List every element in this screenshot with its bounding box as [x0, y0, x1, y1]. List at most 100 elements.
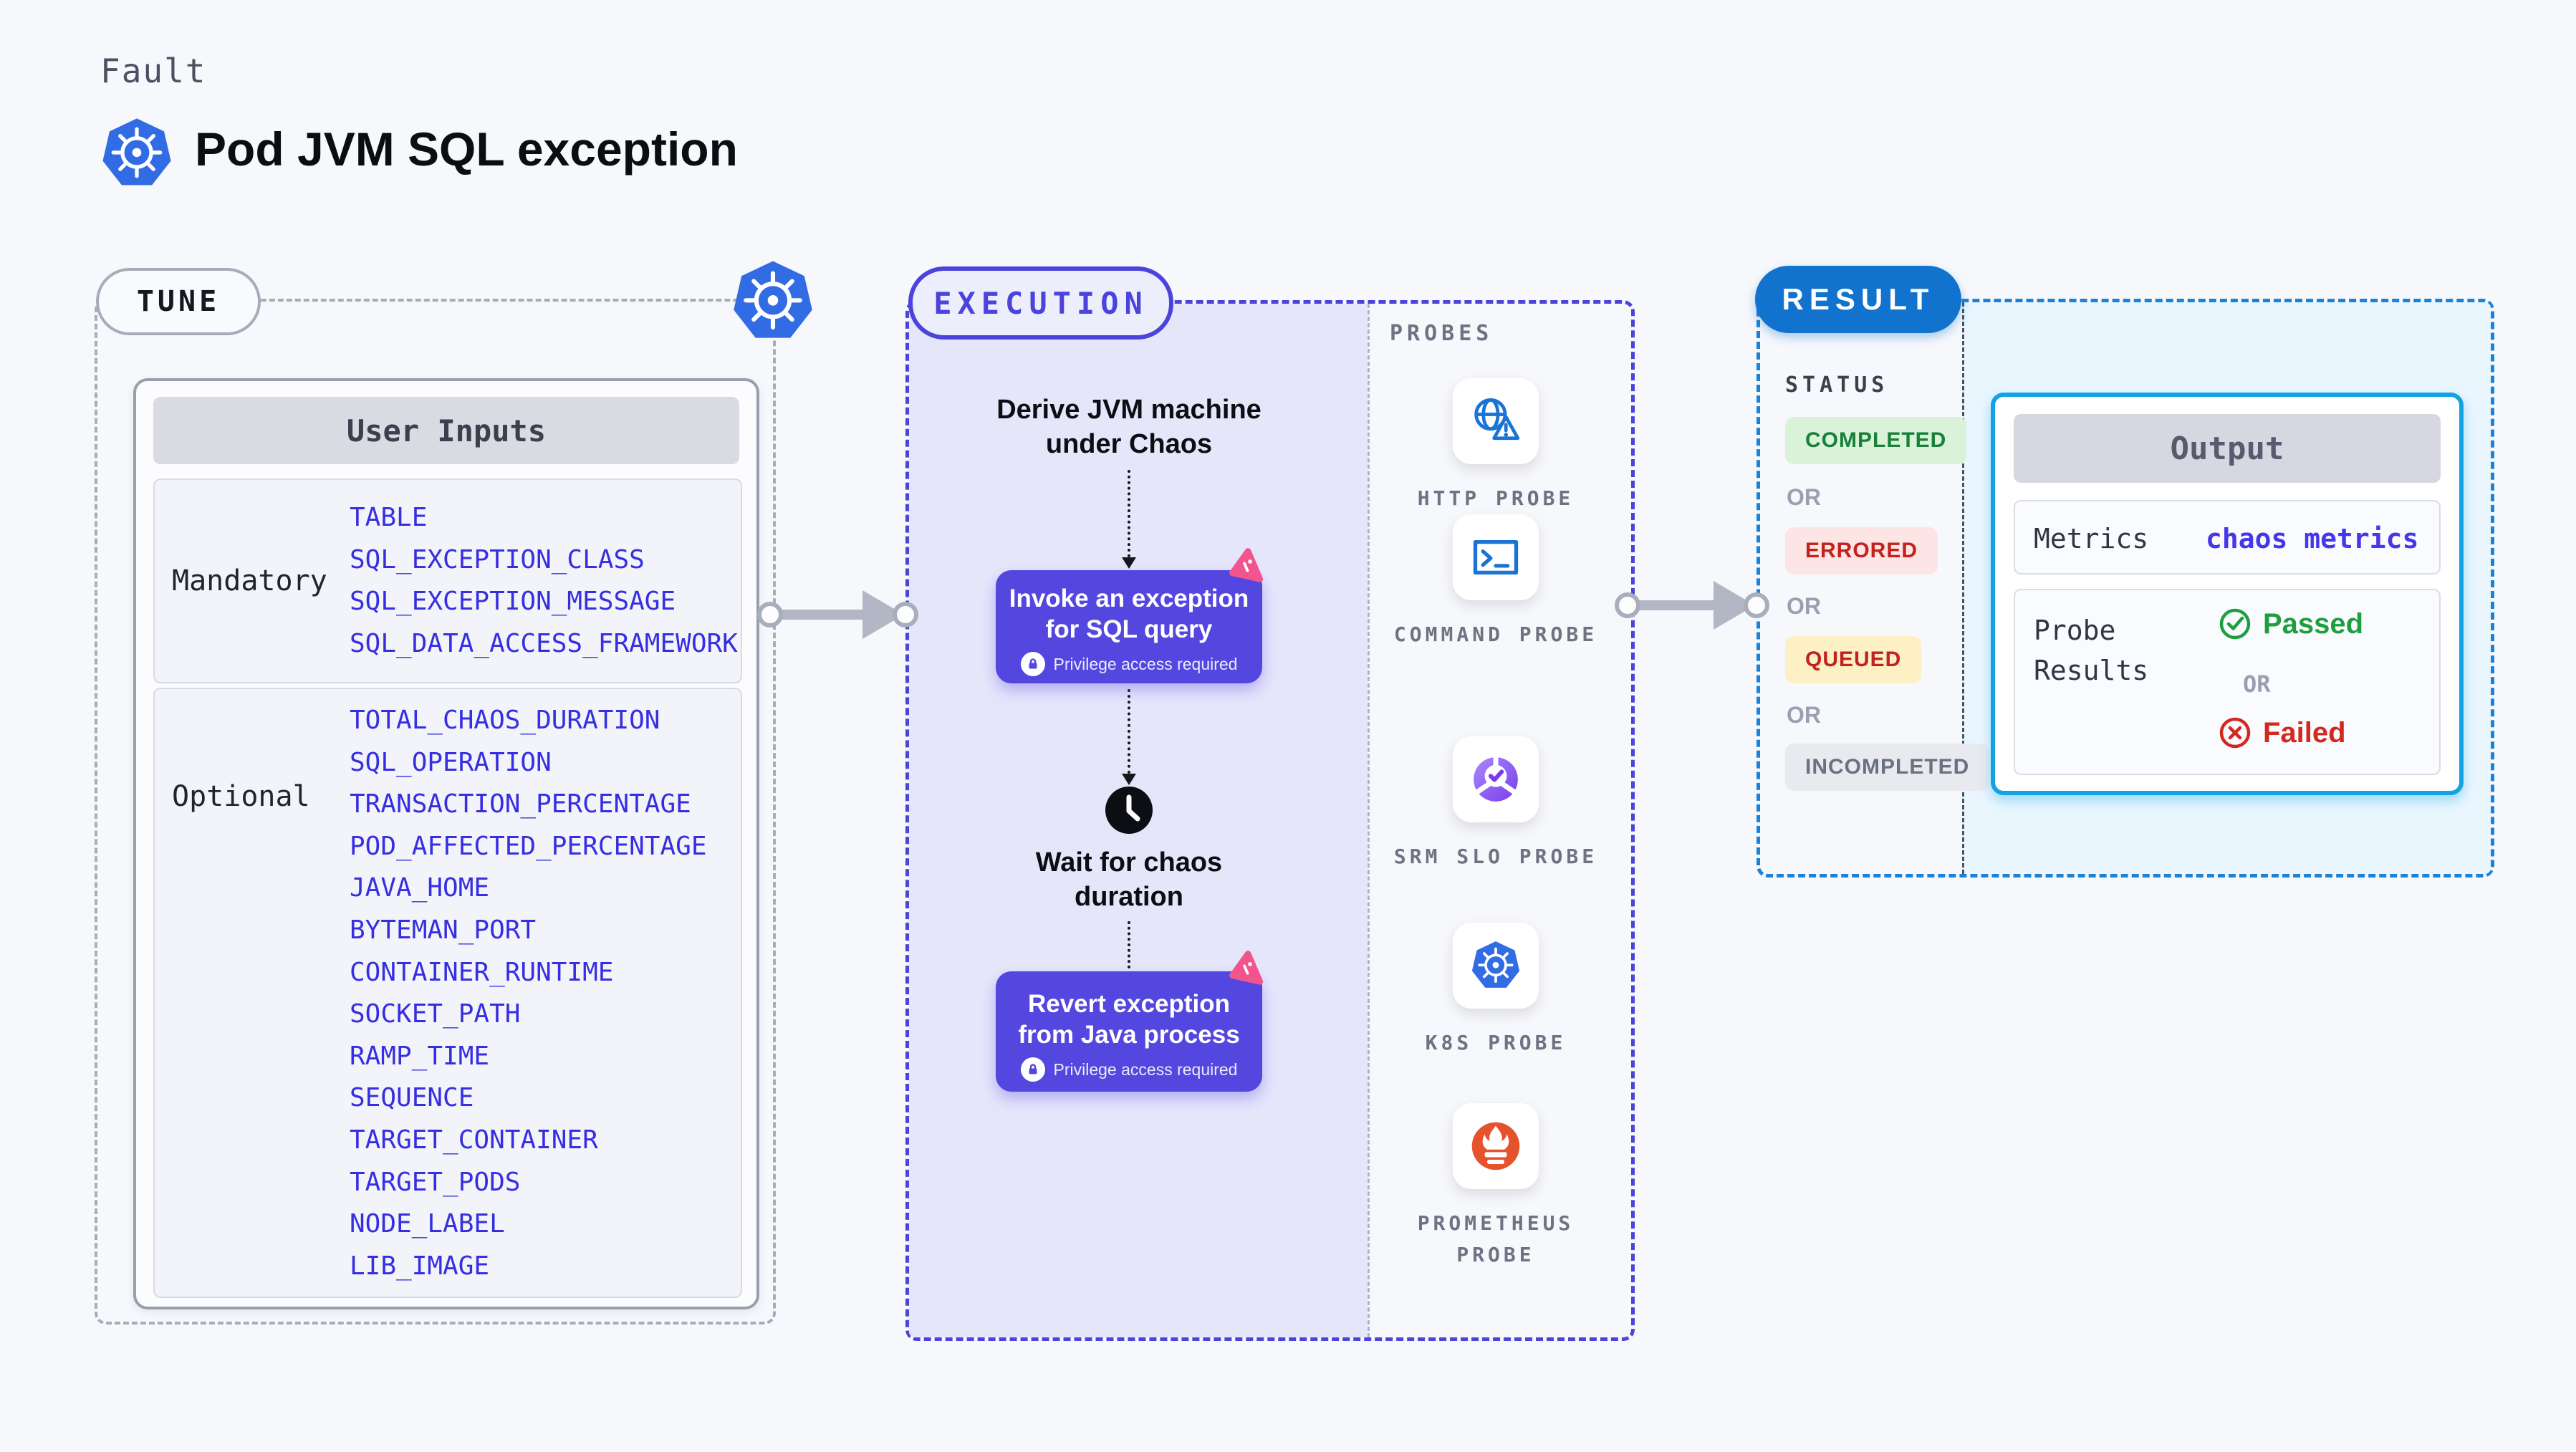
- input-item: TRANSACTION_PERCENTAGE: [350, 789, 691, 819]
- input-item: TARGET_CONTAINER: [350, 1125, 598, 1155]
- mandatory-items: TABLE SQL_EXCEPTION_CLASS SQL_EXCEPTION_…: [350, 497, 738, 665]
- probe-card[interactable]: [1453, 378, 1539, 464]
- metrics-value: chaos metrics: [2206, 523, 2419, 554]
- result-pill[interactable]: RESULT: [1755, 266, 1961, 333]
- probe-item-prometheus: PROMETHEUS PROBE: [1374, 1103, 1618, 1271]
- tune-kubernetes-icon: [734, 261, 812, 338]
- flow-connector-arrowhead: [1122, 774, 1136, 785]
- output-card: Output Metrics chaos metrics Probe Resul…: [1991, 393, 2464, 795]
- probe-item-http: HTTP PROBE: [1374, 378, 1618, 514]
- flow-connector: [1128, 470, 1130, 557]
- connector-dot: [757, 602, 783, 628]
- invoke-node[interactable]: Invoke an exception for SQL query Privil…: [996, 570, 1262, 683]
- probe-card[interactable]: [1453, 1103, 1539, 1189]
- input-item: SOCKET_PATH: [350, 999, 521, 1029]
- output-header-label: Output: [2170, 430, 2284, 467]
- user-inputs-header-label: User Inputs: [346, 413, 547, 448]
- probe-item-command: COMMAND PROBE: [1374, 514, 1618, 650]
- fault-eyebrow: Fault: [100, 52, 207, 90]
- connector-dot: [1615, 592, 1640, 618]
- metrics-label: Metrics: [2034, 523, 2149, 554]
- tune-to-execution-arrow: [774, 610, 865, 620]
- probe-results-label: Probe Results: [2034, 610, 2148, 691]
- derive-line2: under Chaos: [1045, 429, 1213, 459]
- execution-pill[interactable]: EXECUTION: [908, 266, 1173, 340]
- tune-pill[interactable]: TUNE: [96, 268, 261, 335]
- connector-dot: [893, 602, 918, 628]
- input-item: LIB_IMAGE: [350, 1251, 490, 1281]
- failed-label: Failed: [2263, 716, 2346, 749]
- input-item: SEQUENCE: [350, 1083, 474, 1113]
- probe-results-row: Probe Results Passed OR Failed: [2014, 589, 2441, 775]
- probe-results-line1: Probe: [2034, 615, 2116, 646]
- probes-divider: [1368, 304, 1370, 1337]
- execution-to-result-arrow: [1638, 600, 1718, 610]
- wait-line1: Wait for chaos: [1035, 847, 1223, 878]
- metrics-row: Metrics chaos metrics: [2014, 500, 2441, 574]
- mandatory-group: Mandatory TABLE SQL_EXCEPTION_CLASS SQL_…: [153, 479, 742, 683]
- probe-results-line2: Results: [2034, 655, 2149, 686]
- wait-step-label: Wait for chaos duration: [1022, 845, 1236, 914]
- flow-connector: [1128, 689, 1130, 774]
- k8s-probe-icon: [1471, 941, 1520, 988]
- or-separator: OR: [2243, 670, 2271, 698]
- flow-connector-arrowhead: [1122, 557, 1136, 569]
- input-item: SQL_EXCEPTION_MESSAGE: [350, 587, 676, 617]
- input-item: TABLE: [350, 503, 428, 532]
- revert-node[interactable]: Revert exception from Java process Privi…: [996, 971, 1262, 1092]
- command-probe-icon: [1473, 539, 1519, 575]
- optional-label: Optional: [172, 780, 310, 813]
- result-pill-label: RESULT: [1782, 282, 1935, 316]
- revert-line2: from Java process: [1018, 1021, 1240, 1049]
- wait-line2: duration: [1075, 882, 1183, 912]
- probe-label: SRM SLO PROBE: [1393, 845, 1598, 868]
- derive-step-label: Derive JVM machine under Chaos: [986, 393, 1272, 461]
- input-item: TOTAL_CHAOS_DURATION: [350, 706, 660, 735]
- optional-items: TOTAL_CHAOS_DURATION SQL_OPERATION TRANS…: [350, 700, 707, 1287]
- passed-result: Passed: [2219, 607, 2363, 640]
- failed-icon: [2219, 717, 2251, 749]
- tune-pill-label: TUNE: [136, 285, 221, 318]
- input-item: CONTAINER_RUNTIME: [350, 957, 614, 987]
- input-item: SQL_DATA_ACCESS_FRAMEWORK: [350, 628, 738, 658]
- invoke-line1: Invoke an exception: [1009, 585, 1249, 612]
- prometheus-probe-icon: [1471, 1122, 1520, 1170]
- probe-label: PROMETHEUS PROBE: [1417, 1211, 1575, 1266]
- revert-line1: Revert exception: [1027, 990, 1231, 1018]
- input-item: RAMP_TIME: [350, 1041, 490, 1071]
- lock-icon: [1020, 1057, 1045, 1082]
- probe-item-srm-slo: SRM SLO PROBE: [1374, 736, 1618, 872]
- input-item: JAVA_HOME: [350, 873, 490, 903]
- probe-card[interactable]: [1453, 923, 1539, 1009]
- status-badge-queued: QUEUED: [1785, 636, 1922, 683]
- execution-pill-label: EXECUTION: [933, 285, 1148, 321]
- input-item: SQL_EXCEPTION_CLASS: [350, 544, 645, 574]
- kubernetes-icon: [102, 118, 171, 186]
- status-badge-errored: ERRORED: [1785, 527, 1938, 574]
- probe-label: K8S PROBE: [1425, 1031, 1567, 1054]
- status-badge-completed: COMPLETED: [1785, 417, 1967, 464]
- status-title: STATUS: [1785, 372, 1889, 398]
- flow-connector: [1128, 921, 1130, 968]
- output-header: Output: [2014, 414, 2441, 483]
- probe-card[interactable]: [1453, 514, 1539, 600]
- http-probe-icon: [1474, 398, 1520, 441]
- status-badge-incompleted: INCOMPLETED: [1785, 744, 1990, 791]
- result-divider: [1962, 302, 1964, 874]
- privilege-note: Privilege access required: [1053, 1059, 1238, 1079]
- probe-card[interactable]: [1453, 736, 1539, 822]
- or-separator: OR: [1787, 593, 1821, 619]
- derive-line1: Derive JVM machine: [996, 395, 1261, 425]
- chaos-badge-icon: [1229, 548, 1264, 582]
- or-separator: OR: [1787, 702, 1821, 728]
- tune-section: [95, 299, 776, 1324]
- lock-icon: [1020, 652, 1045, 676]
- clock-icon: [1105, 787, 1153, 834]
- input-item: TARGET_PODS: [350, 1167, 521, 1197]
- failed-result: Failed: [2219, 716, 2346, 749]
- or-separator: OR: [1787, 484, 1821, 510]
- page-title: Pod JVM SQL exception: [195, 122, 738, 176]
- srm-slo-probe-icon: [1474, 754, 1518, 802]
- privilege-note: Privilege access required: [1053, 654, 1238, 673]
